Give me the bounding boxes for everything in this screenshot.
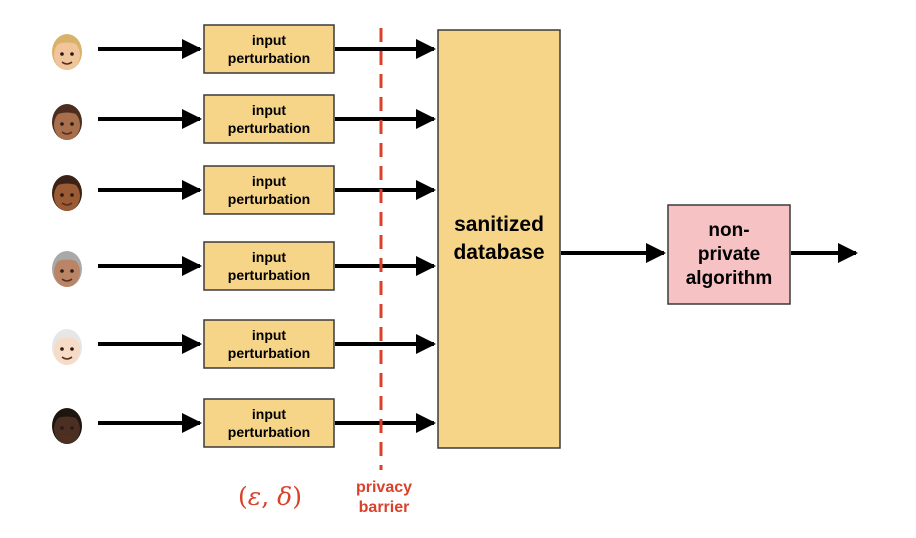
input-perturbation-box — [203, 165, 335, 215]
woman-dark-icon — [52, 408, 82, 444]
input-perturbation-box — [203, 319, 335, 369]
privacy-barrier-label: privacy barrier — [340, 478, 428, 518]
input-perturbation-box — [203, 94, 335, 144]
input-perturbation-box — [203, 398, 335, 448]
input-row — [52, 165, 436, 215]
input-row — [52, 241, 436, 291]
input-row — [52, 24, 436, 74]
non-private-algorithm-box — [667, 204, 791, 305]
input-row — [52, 398, 436, 448]
older-man-light-icon — [52, 329, 82, 365]
eps-close-paren: ) — [292, 482, 302, 511]
sanitized-database-box — [437, 29, 561, 449]
epsilon-delta-label: (ε, δ) — [210, 482, 330, 512]
input-row — [52, 319, 436, 369]
input-row — [52, 94, 436, 144]
person-medium-dark-icon — [52, 104, 82, 140]
epsilon-symbol: ε — [247, 482, 262, 511]
eps-open-paren: ( — [238, 482, 248, 511]
eps-comma: , — [261, 482, 278, 511]
person-light-blond-icon — [52, 34, 82, 70]
input-perturbation-box — [203, 241, 335, 291]
older-woman-icon — [52, 251, 82, 287]
barrier-label-line1: privacy — [355, 479, 413, 496]
woman-medium-dark-icon — [52, 175, 82, 211]
input-perturbation-box — [203, 24, 335, 74]
delta-symbol: δ — [277, 482, 293, 511]
barrier-label-line2: barrier — [358, 499, 410, 516]
